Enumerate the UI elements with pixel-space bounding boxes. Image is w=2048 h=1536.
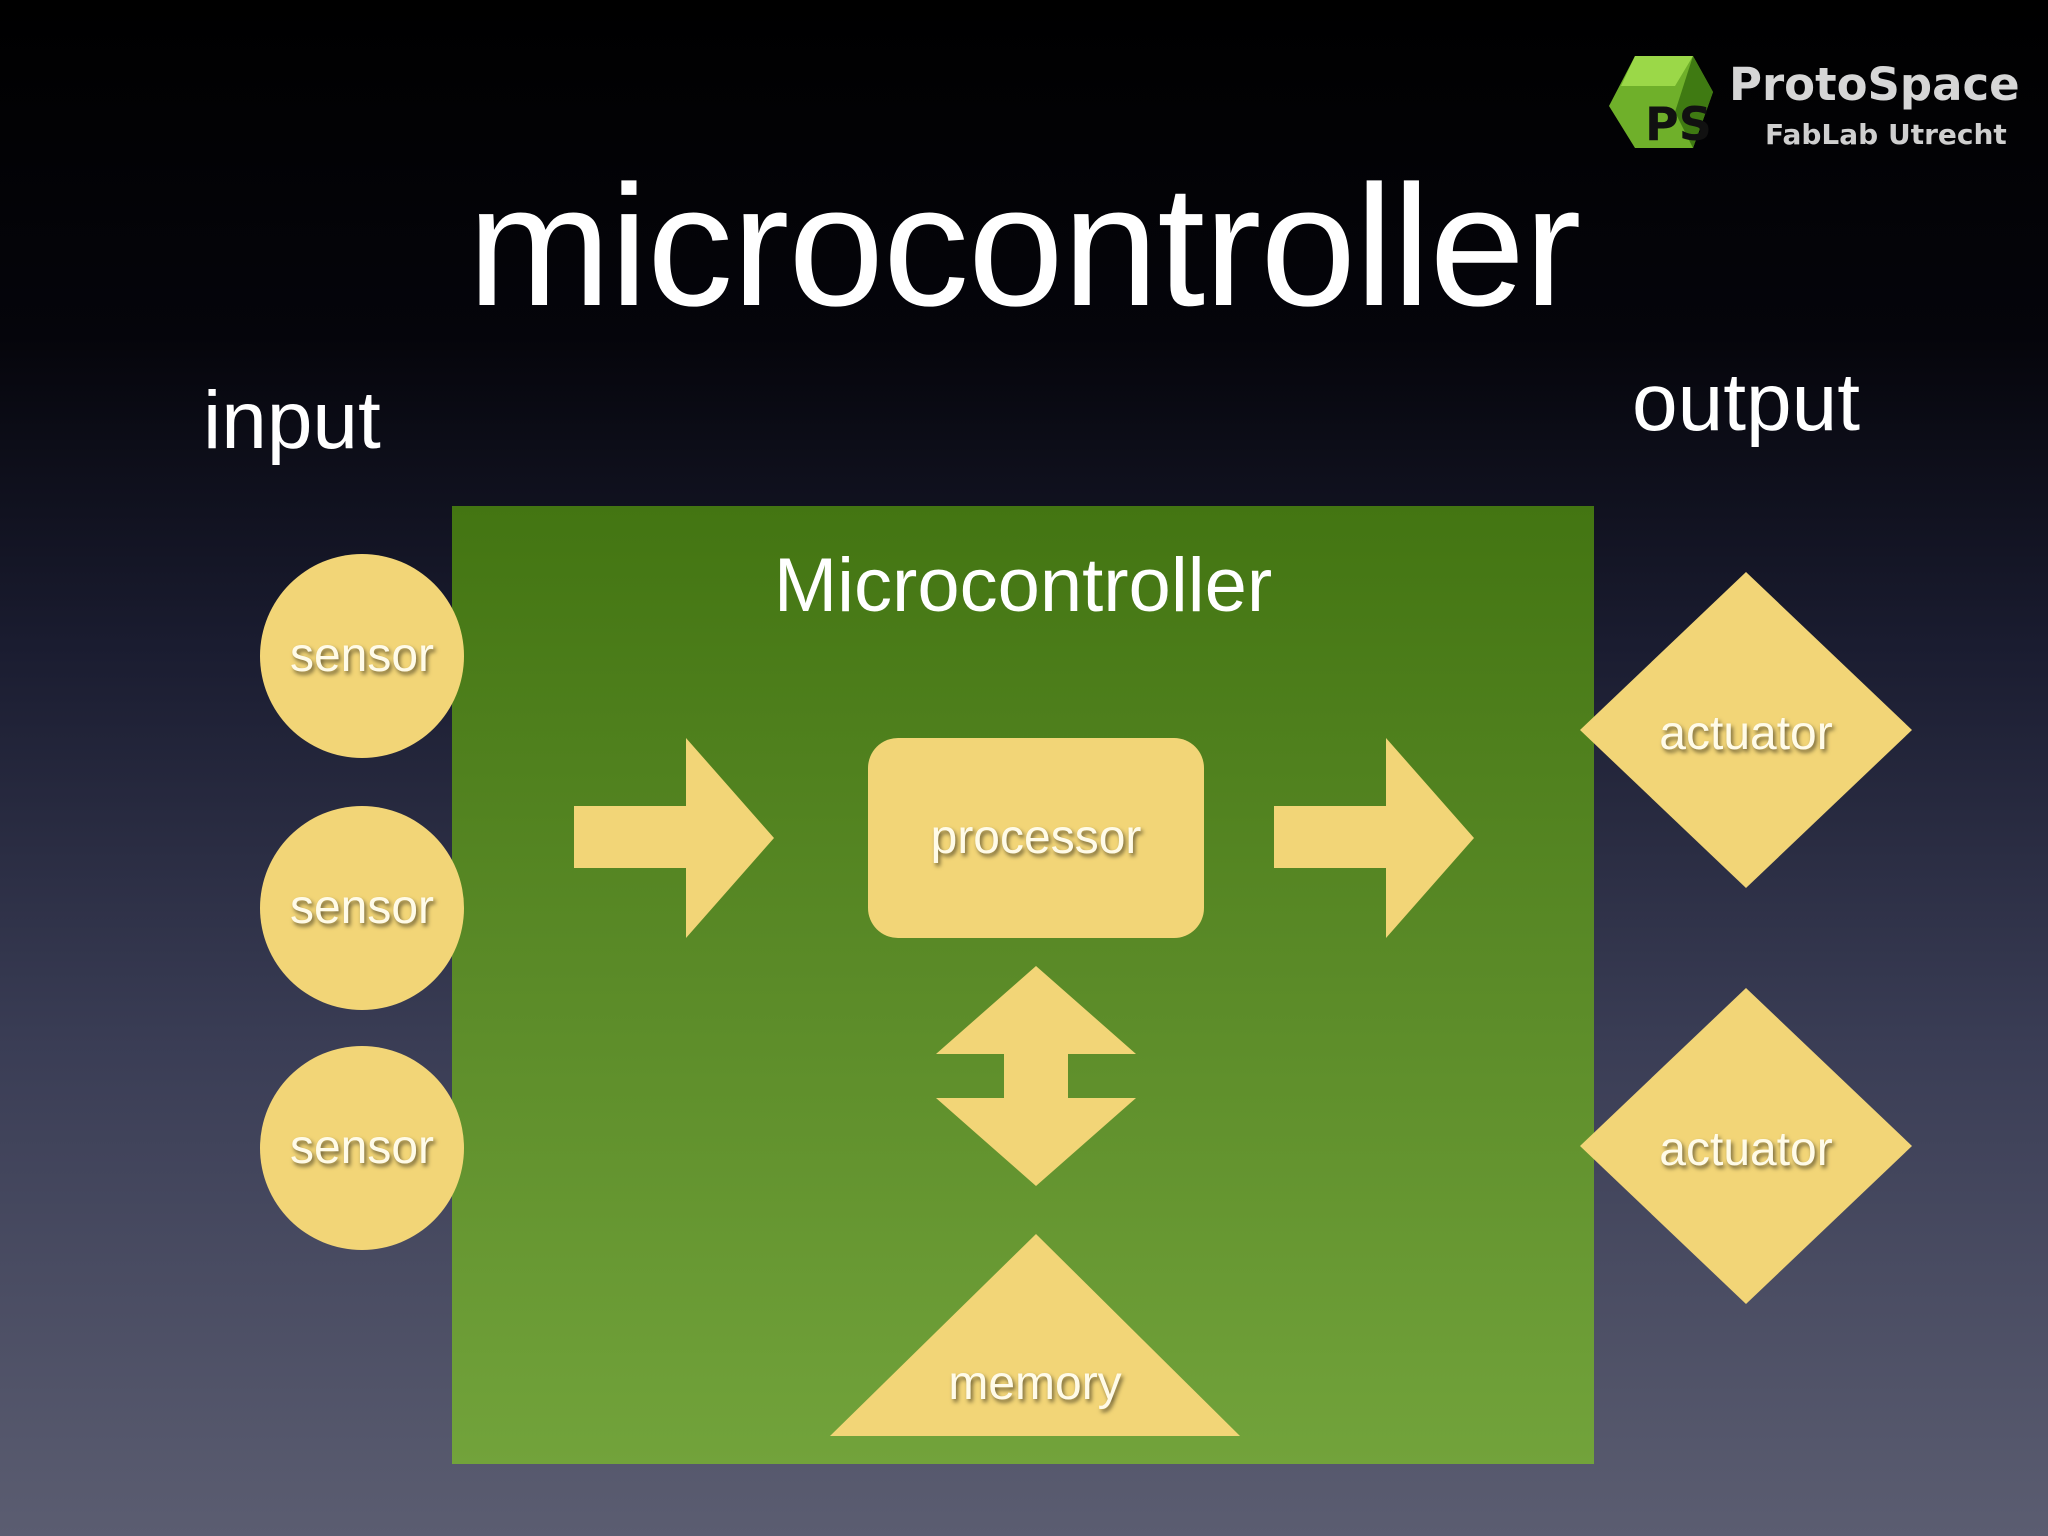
sensor-label: sensor [289,881,435,934]
processor-label: processor [930,811,1142,864]
microcontroller-box-title: Microcontroller [773,543,1273,628]
protospace-logo: PS ProtoSpace FabLab Utrecht [1605,52,2020,162]
double-arrow-vertical-icon [936,966,1136,1186]
processor-block: processor [868,738,1204,938]
actuator-label: actuator [1659,1123,1833,1176]
actuator-diamond-2 [1580,988,1912,1304]
sensor-label: sensor [289,629,435,682]
arrow-right-icon [574,738,774,938]
logo-name: ProtoSpace [1729,58,2020,111]
logo-subtitle: FabLab Utrecht [1765,118,2007,151]
sensor-node-3: sensor [260,1046,464,1250]
actuator-label: actuator [1659,707,1833,760]
arrow-right-icon [1274,738,1474,938]
logo-mark-letters: PS [1645,97,1712,151]
memory-label: memory [948,1357,1122,1410]
output-label: output [1632,357,1860,448]
memory-triangle [830,1234,1240,1436]
protospace-logo-mark-icon: PS [1609,56,1713,151]
actuator-diamond-1 [1580,572,1912,888]
sensor-label: sensor [289,1121,435,1174]
sensor-node-2: sensor [260,806,464,1010]
sensor-node-1: sensor [260,554,464,758]
input-label: input [203,375,381,466]
slide-title: microcontroller [467,150,1582,342]
